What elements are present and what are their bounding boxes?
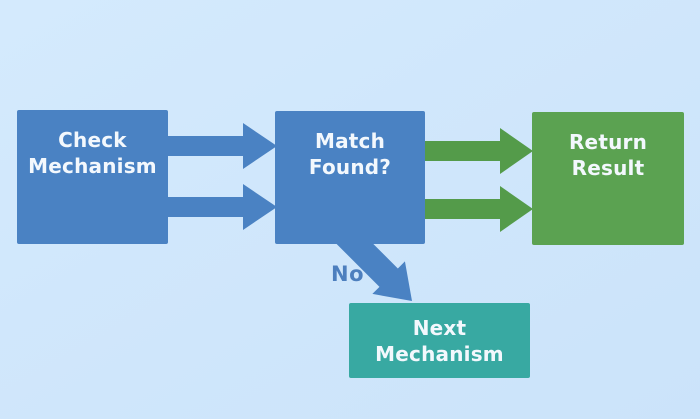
arrow-match-to-return-bottom-icon <box>425 186 533 232</box>
node-match-found-label-line1: Match <box>314 129 386 153</box>
arrow-check-to-match-top-icon <box>168 123 277 169</box>
node-check-mechanism: Check Mechanism <box>17 110 168 244</box>
node-next-mechanism-label-line2: Mechanism <box>375 341 504 366</box>
node-match-found: Match Found? <box>275 111 425 244</box>
node-return-result: Return Result <box>532 112 684 245</box>
node-next-mechanism: Next Mechanism <box>349 303 530 378</box>
arrow-match-to-return-top-icon <box>425 128 533 174</box>
node-next-mechanism-label-line1: Next <box>412 315 467 340</box>
node-return-result-label-line1: Return <box>568 130 648 154</box>
node-check-mechanism-label-line2: Mechanism <box>28 154 157 178</box>
node-match-found-label-line2: Found? <box>308 155 392 179</box>
arrow-check-to-match-bottom-icon <box>168 184 277 230</box>
node-return-result-label-line2: Result <box>571 156 645 180</box>
no-branch-label: No <box>331 262 365 286</box>
node-check-mechanism-label-line1: Check <box>58 128 127 152</box>
